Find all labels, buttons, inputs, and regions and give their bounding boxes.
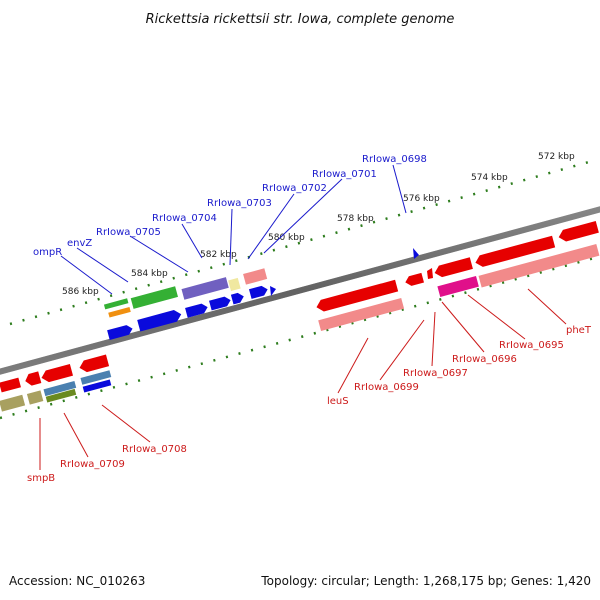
upper-ruler: [9, 158, 597, 326]
reverse-label-leaders: [39, 288, 567, 470]
gene-red-pheT[interactable]: [557, 220, 599, 243]
gene-green-large[interactable]: [130, 286, 178, 309]
gene-label-RrIowa_0695[interactable]: RrIowa_0695: [499, 340, 564, 351]
gene-label-envZ[interactable]: envZ: [67, 238, 92, 249]
gene-label-leuS[interactable]: leuS: [327, 396, 349, 407]
gene-magenta[interactable]: [437, 275, 479, 298]
gene-red-left-1[interactable]: [0, 377, 21, 393]
gene-label-RrIowa_0699[interactable]: RrIowa_0699: [354, 382, 419, 393]
forward-label-leaders: [60, 164, 407, 295]
forward-gene-labels: ompR envZ RrIowa_0705 RrIowa_0704 RrIowa…: [33, 154, 427, 258]
gene-steel-blue[interactable]: [43, 380, 77, 397]
gene-label-RrIowa_0709[interactable]: RrIowa_0709: [60, 459, 125, 470]
gene-ompR-orange[interactable]: [108, 306, 131, 318]
genome-summary-text: Topology: circular; Length: 1,268,175 bp…: [261, 574, 591, 588]
lower-ruler: [0, 255, 599, 420]
gene-red-0695[interactable]: [474, 235, 556, 269]
gene-label-RrIowa_0705[interactable]: RrIowa_0705: [96, 227, 161, 238]
gene-purple[interactable]: [181, 277, 229, 300]
gene-label-RrIowa_0697[interactable]: RrIowa_0697: [403, 368, 468, 379]
ruler-label: 584 kbp: [131, 269, 168, 279]
reverse-gene-labels: smpB RrIowa_0709 RrIowa_0708 leuS RrIowa…: [27, 325, 592, 484]
ruler-label: 574 kbp: [471, 173, 508, 183]
gene-blue-6[interactable]: [248, 285, 269, 299]
gene-label-RrIowa_0703[interactable]: RrIowa_0703: [207, 198, 272, 209]
ruler-labels: 586 kbp 584 kbp 582 kbp 580 kbp 578 kbp …: [62, 152, 575, 297]
gene-label-RrIowa_0708[interactable]: RrIowa_0708: [122, 444, 187, 455]
gene-blue-5[interactable]: [230, 292, 245, 305]
gene-blue-4[interactable]: [209, 295, 232, 311]
gene-steel-blue-2[interactable]: [80, 370, 112, 385]
gene-red-left-2[interactable]: [24, 371, 42, 386]
gene-label-smpB[interactable]: smpB: [27, 473, 55, 484]
gene-pink-leuS[interactable]: [318, 297, 405, 332]
gene-red-0696[interactable]: [433, 257, 473, 279]
gene-label-RrIowa_0696[interactable]: RrIowa_0696: [452, 354, 517, 365]
gene-label-ompR[interactable]: ompR: [33, 247, 62, 258]
gene-blue-left[interactable]: [82, 379, 112, 393]
gene-blue-rrIowa0698[interactable]: [413, 248, 419, 259]
ruler-label: 578 kbp: [337, 214, 374, 224]
gene-olive-2[interactable]: [26, 390, 44, 405]
gene-red-0697[interactable]: [427, 268, 433, 279]
ruler-label: 572 kbp: [538, 152, 575, 162]
gene-red-left-3[interactable]: [40, 364, 74, 384]
gene-blue-1[interactable]: [107, 324, 134, 340]
forward-strand-genes: [103, 248, 419, 340]
gene-olive-1[interactable]: [0, 394, 26, 412]
genome-backbone: [0, 206, 600, 375]
gene-label-RrIowa_0698[interactable]: RrIowa_0698: [362, 154, 427, 165]
gene-label-RrIowa_0704[interactable]: RrIowa_0704: [152, 213, 217, 224]
ruler-label: 580 kbp: [268, 233, 305, 243]
gene-blue-3[interactable]: [185, 302, 209, 318]
gene-label-RrIowa_0701[interactable]: RrIowa_0701: [312, 169, 377, 180]
gene-yellow[interactable]: [228, 277, 241, 292]
gene-red-0699[interactable]: [404, 272, 424, 287]
accession-text: Accession: NC_010263: [9, 574, 146, 588]
gene-label-pheT[interactable]: pheT: [566, 325, 592, 336]
gene-blue-7[interactable]: [270, 286, 276, 296]
gene-pink-small[interactable]: [243, 268, 268, 285]
reverse-strand-genes: [0, 220, 600, 412]
map-title: Rickettsia rickettsii str. Iowa, complet…: [146, 12, 455, 27]
gene-blue-2[interactable]: [137, 308, 183, 332]
gene-red-leuS[interactable]: [315, 279, 399, 313]
gene-pink-long[interactable]: [478, 244, 600, 288]
ruler-label: 576 kbp: [403, 194, 440, 204]
gene-red-left-4[interactable]: [78, 354, 110, 374]
ruler-label: 586 kbp: [62, 287, 99, 297]
gene-olive-green[interactable]: [45, 388, 77, 403]
gene-envZ-green[interactable]: [103, 298, 129, 310]
gene-label-RrIowa_0702[interactable]: RrIowa_0702: [262, 183, 327, 194]
ruler-label: 582 kbp: [200, 250, 237, 260]
